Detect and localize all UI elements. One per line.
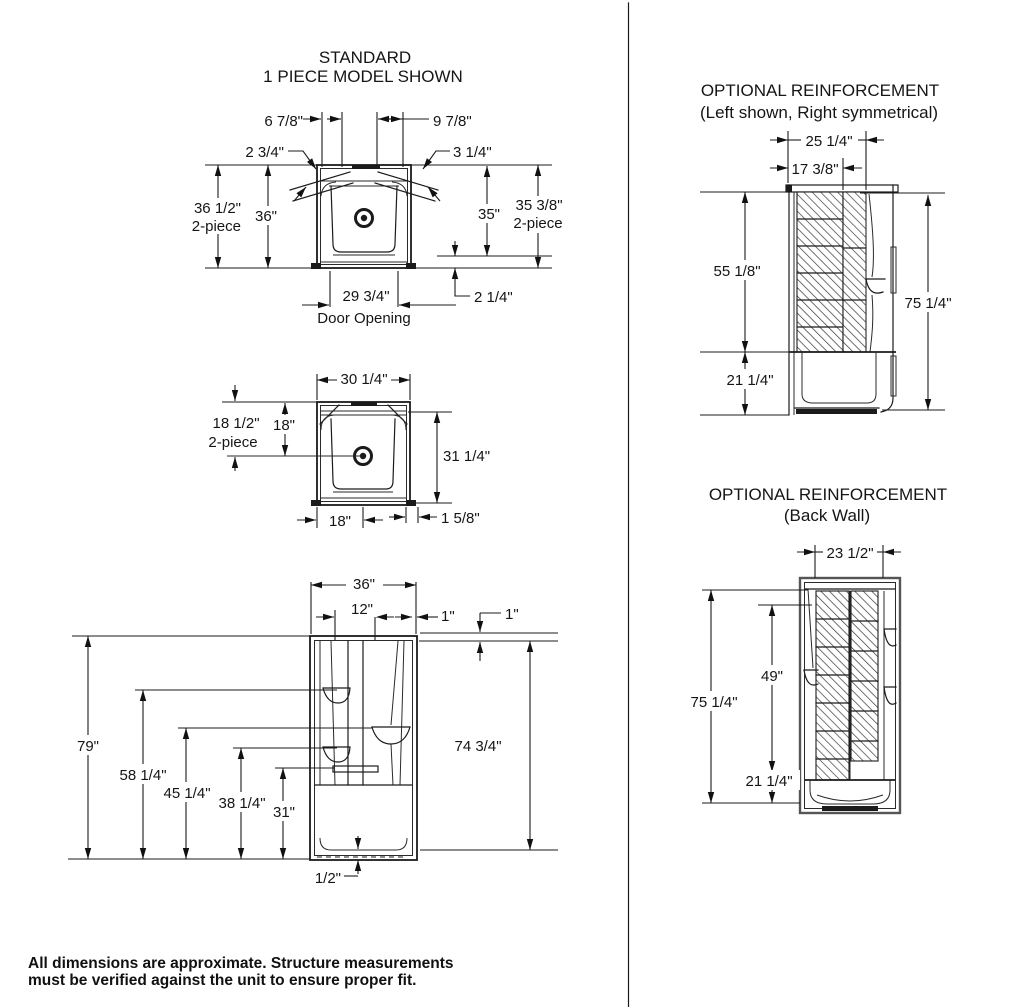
dim-1-right-label: 1" xyxy=(505,606,519,623)
dim-58-1-4-label: 58 1/4" xyxy=(119,767,166,784)
view-reinf-side-title-line1: OPTIONAL REINFORCEMENT xyxy=(701,81,939,100)
drain xyxy=(354,208,374,228)
dim-36-label: 36" xyxy=(353,576,375,593)
dim-35-3-8-label: 35 3/8" xyxy=(515,197,562,214)
dim-45-1-4-label: 45 1/4" xyxy=(163,785,210,802)
dim-31-1-4-label: 31 1/4" xyxy=(443,448,490,465)
dim-1-top-label: 1" xyxy=(441,608,455,625)
dim-2-3-4-label: 2 3/4" xyxy=(245,144,284,161)
dim-6-7-8-label: 6 7/8" xyxy=(264,113,303,130)
dim-31-label: 31" xyxy=(273,804,295,821)
dim-12-label: 12" xyxy=(351,601,373,618)
disclaimer-line1: All dimensions are approximate. Structur… xyxy=(28,955,454,972)
dim-1-2-label: 1/2" xyxy=(315,870,341,887)
dim-18-vertical-label: 18" xyxy=(273,417,295,434)
door-opening-label: Door Opening xyxy=(317,310,410,327)
view-reinf-back-title-line2: (Back Wall) xyxy=(784,506,870,525)
dim-18-horizontal-label: 18" xyxy=(329,513,351,530)
dim-36-1-2-note: 2-piece xyxy=(192,218,241,235)
view-plan: 30 1/4" 18 1/2" 2-piece 18" 31 1/4" 18" … xyxy=(208,369,490,530)
dim-21-1-4-label: 21 1/4" xyxy=(745,773,792,790)
dim-25-1-4-label: 25 1/4" xyxy=(805,133,852,150)
dim-1-5-8-label: 1 5/8" xyxy=(441,510,480,527)
dim-35-label: 35" xyxy=(478,206,500,223)
view-reinf-back-title-line1: OPTIONAL REINFORCEMENT xyxy=(709,485,947,504)
dim-17-3-8-label: 17 3/8" xyxy=(791,161,838,178)
dim-29-3-4-label: 29 3/4" xyxy=(342,288,389,305)
dim-9-7-8-label: 9 7/8" xyxy=(433,113,472,130)
dim-49-label: 49" xyxy=(761,668,783,685)
disclaimer-note: All dimensions are approximate. Structur… xyxy=(28,955,454,989)
dim-75-1-4-label: 75 1/4" xyxy=(904,295,951,312)
dim-23-1-2-label: 23 1/2" xyxy=(826,545,873,562)
dim-3-1-4-label: 3 1/4" xyxy=(453,144,492,161)
dim-36-1-2-label: 36 1/2" xyxy=(194,200,241,217)
dim-36-label: 36" xyxy=(255,208,277,225)
dim-18-1-2-note: 2-piece xyxy=(208,434,257,451)
dim-18-1-2-label: 18 1/2" xyxy=(212,415,259,432)
dim-38-1-4-label: 38 1/4" xyxy=(218,795,265,812)
view-reinf-side-title-line2: (Left shown, Right symmetrical) xyxy=(700,103,938,122)
dim-74-3-4-label: 74 3/4" xyxy=(454,738,501,755)
dim-21-1-4-label: 21 1/4" xyxy=(726,372,773,389)
view-reinforcement-back: OPTIONAL REINFORCEMENT (Back Wall) 23 1/… xyxy=(686,485,947,815)
view-reinforcement-side: OPTIONAL REINFORCEMENT (Left shown, Righ… xyxy=(699,81,957,416)
view-front-elevation: 36" 12" 1" 1" 79" 58 1/4" 45 1/4" 38 1/4… xyxy=(68,574,558,887)
dim-55-1-8-label: 55 1/8" xyxy=(713,263,760,280)
dim-2-1-4-label: 2 1/4" xyxy=(474,289,513,306)
disclaimer-line2: must be verified against the unit to ens… xyxy=(28,972,417,989)
dim-35-3-8-note: 2-piece xyxy=(513,215,562,232)
view-standard-section: STANDARD 1 PIECE MODEL SHOWN 6 7/8" 9 7/… xyxy=(180,48,570,327)
view-standard-title-line1: STANDARD xyxy=(319,48,411,67)
dim-30-1-4-label: 30 1/4" xyxy=(340,371,387,388)
dim-75-1-4-label: 75 1/4" xyxy=(690,694,737,711)
dim-79-label: 79" xyxy=(77,738,99,755)
view-standard-title-line2: 1 PIECE MODEL SHOWN xyxy=(263,67,463,86)
